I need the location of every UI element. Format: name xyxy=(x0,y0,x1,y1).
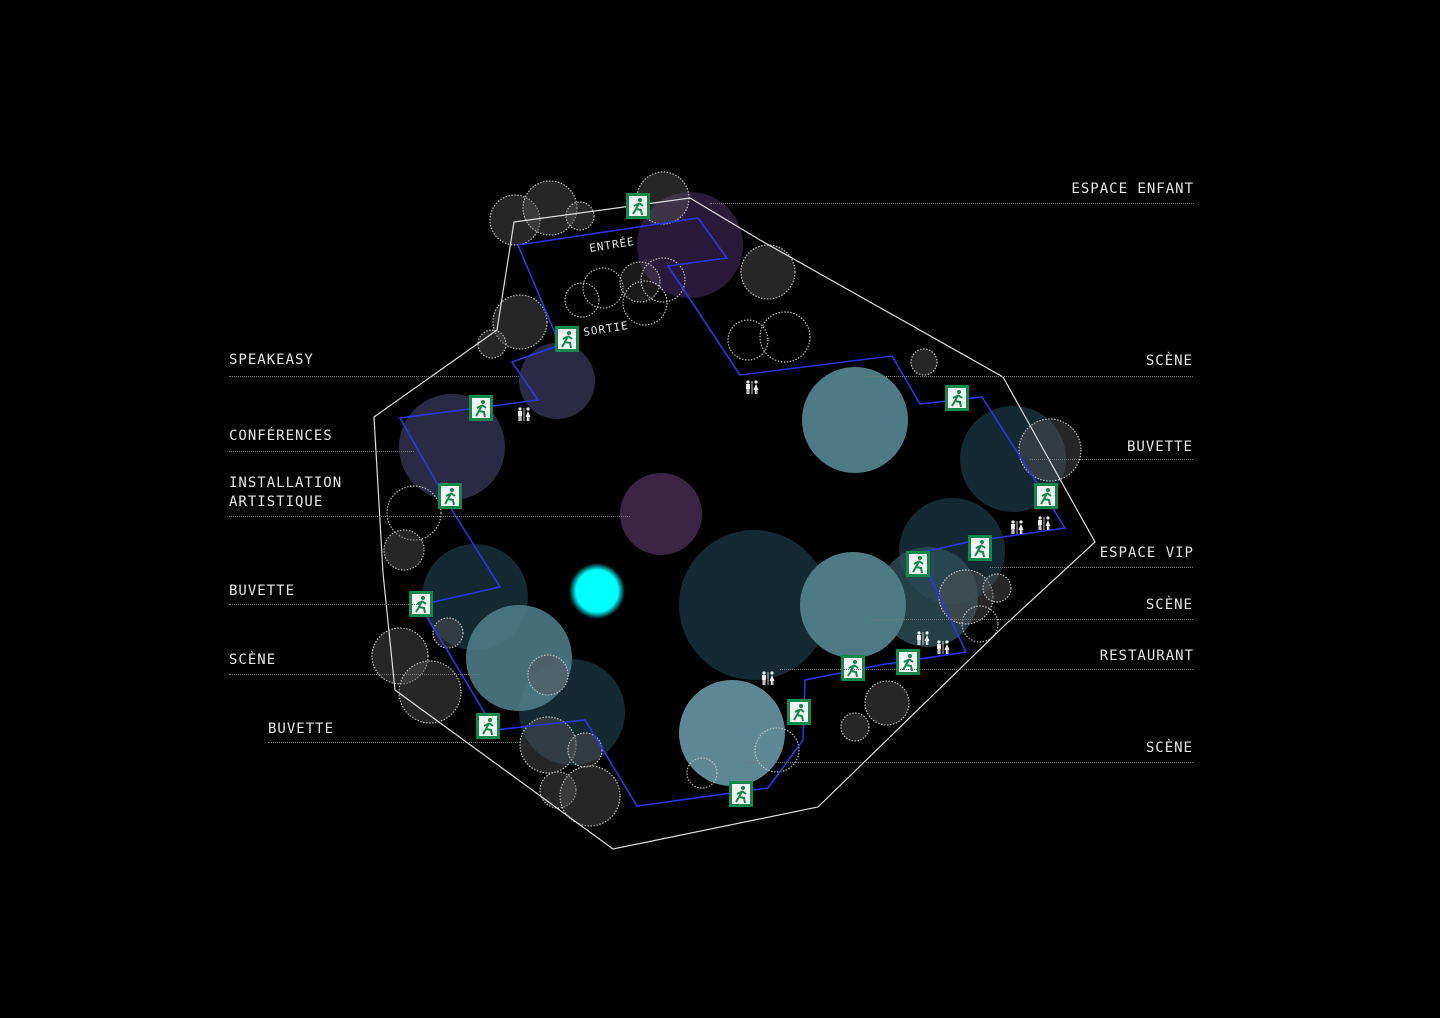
leader-line xyxy=(745,762,1193,763)
tree-icon xyxy=(565,201,595,231)
zone-installation-artistique[interactable] xyxy=(620,473,702,555)
emergency-exit-icon xyxy=(468,394,494,422)
tree-icon xyxy=(383,529,425,571)
tree-icon xyxy=(519,716,577,774)
emergency-exit-icon xyxy=(625,192,651,220)
tree-icon xyxy=(864,680,910,726)
zones xyxy=(399,192,1066,786)
emergency-exit-icon xyxy=(895,648,921,676)
zone-scene-right[interactable] xyxy=(800,552,906,658)
label-buvette-bottom-left: BUVETTE xyxy=(268,721,335,737)
label-scene-top-right: SCÈNE xyxy=(1145,353,1193,369)
label-buvette-left: BUVETTE xyxy=(229,583,296,599)
tree-icon xyxy=(910,348,938,376)
label-restaurant: RESTAURANT xyxy=(1099,648,1194,664)
zone-espace-enfant[interactable] xyxy=(637,192,743,298)
emergency-exit-icon xyxy=(944,384,970,412)
restroom-icon xyxy=(518,407,531,421)
tree-icon xyxy=(622,280,668,326)
label-speakeasy: SPEAKEASY xyxy=(229,352,314,368)
tree-icon xyxy=(740,244,796,300)
leader-line xyxy=(710,203,1194,204)
label-installation: INSTALLATION xyxy=(229,475,343,491)
label-conferences: CONFÉRENCES xyxy=(229,428,333,444)
tree-icon xyxy=(619,261,661,303)
leader-line xyxy=(229,376,519,377)
leader-line xyxy=(1030,459,1193,460)
entrance-label: ENTRÉE xyxy=(588,235,635,255)
tree-icon xyxy=(961,605,999,643)
leader-line xyxy=(268,742,520,743)
tree-icon xyxy=(727,319,769,361)
zone-scene-left[interactable] xyxy=(466,605,572,711)
tree-icon xyxy=(567,732,603,768)
tree-icon xyxy=(686,757,718,789)
label-espace-enfant: ESPACE ENFANT xyxy=(1071,181,1194,197)
emergency-exit-icon xyxy=(554,325,580,353)
zone-buvette-center[interactable] xyxy=(679,530,829,680)
tree-icon xyxy=(559,765,621,827)
label-scene-right: SCÈNE xyxy=(1145,597,1193,613)
tree-icon xyxy=(371,627,429,685)
tree-icon xyxy=(539,771,577,809)
tree-icon xyxy=(398,660,462,724)
tree-icon xyxy=(386,485,442,541)
leader-line xyxy=(780,669,1193,670)
zone-scene-bottom[interactable] xyxy=(679,680,785,786)
tree-icon xyxy=(527,654,569,696)
label-scene-bottom: SCÈNE xyxy=(1145,740,1193,756)
restroom-icon xyxy=(762,671,775,685)
tree-icon xyxy=(489,194,541,246)
tree-icon xyxy=(492,294,548,350)
tree-icon xyxy=(754,727,800,773)
leader-line xyxy=(229,516,630,517)
emergency-exit-icon xyxy=(840,654,866,682)
tree-icon xyxy=(1018,418,1082,482)
tree-icon xyxy=(582,267,624,309)
restroom-icon xyxy=(746,380,759,394)
emergency-exit-icon xyxy=(905,550,931,578)
label-espace-vip: ESPACE VIP xyxy=(1099,545,1194,561)
emergency-exit-icon xyxy=(786,698,812,726)
leader-line xyxy=(229,674,479,675)
highlight-point[interactable] xyxy=(569,563,625,619)
label-artistique: ARTISTIQUE xyxy=(229,494,324,510)
tree-icon xyxy=(640,257,686,303)
leader-line xyxy=(870,619,1193,620)
leader-line xyxy=(229,604,419,605)
emergency-exit-icon xyxy=(1033,482,1059,510)
restroom-icon xyxy=(1038,516,1051,530)
site-boundary xyxy=(373,197,1096,850)
emergency-exit-icon xyxy=(728,780,754,808)
zone-speakeasy[interactable] xyxy=(519,343,595,419)
label-scene-left: SCÈNE xyxy=(229,652,277,668)
leader-line xyxy=(866,376,1193,377)
tree-icon xyxy=(840,712,870,742)
exit-label: SORTIE xyxy=(582,319,629,339)
label-buvette-right: BUVETTE xyxy=(1126,439,1193,455)
tree-icon xyxy=(477,329,507,359)
zone-scene-top-right[interactable] xyxy=(802,367,908,473)
tree-icon xyxy=(759,311,811,363)
restroom-icon xyxy=(1011,520,1024,534)
tree-icon xyxy=(938,569,994,625)
leader-line xyxy=(990,567,1193,568)
emergency-exit-icon xyxy=(475,712,501,740)
tree-icon xyxy=(522,180,578,236)
emergency-exit-icon xyxy=(967,534,993,562)
leader-line xyxy=(229,451,414,452)
emergency-exit-icon xyxy=(437,482,463,510)
tree-icon xyxy=(982,573,1012,603)
tree-icon xyxy=(564,282,600,318)
restroom-icon xyxy=(937,640,950,654)
